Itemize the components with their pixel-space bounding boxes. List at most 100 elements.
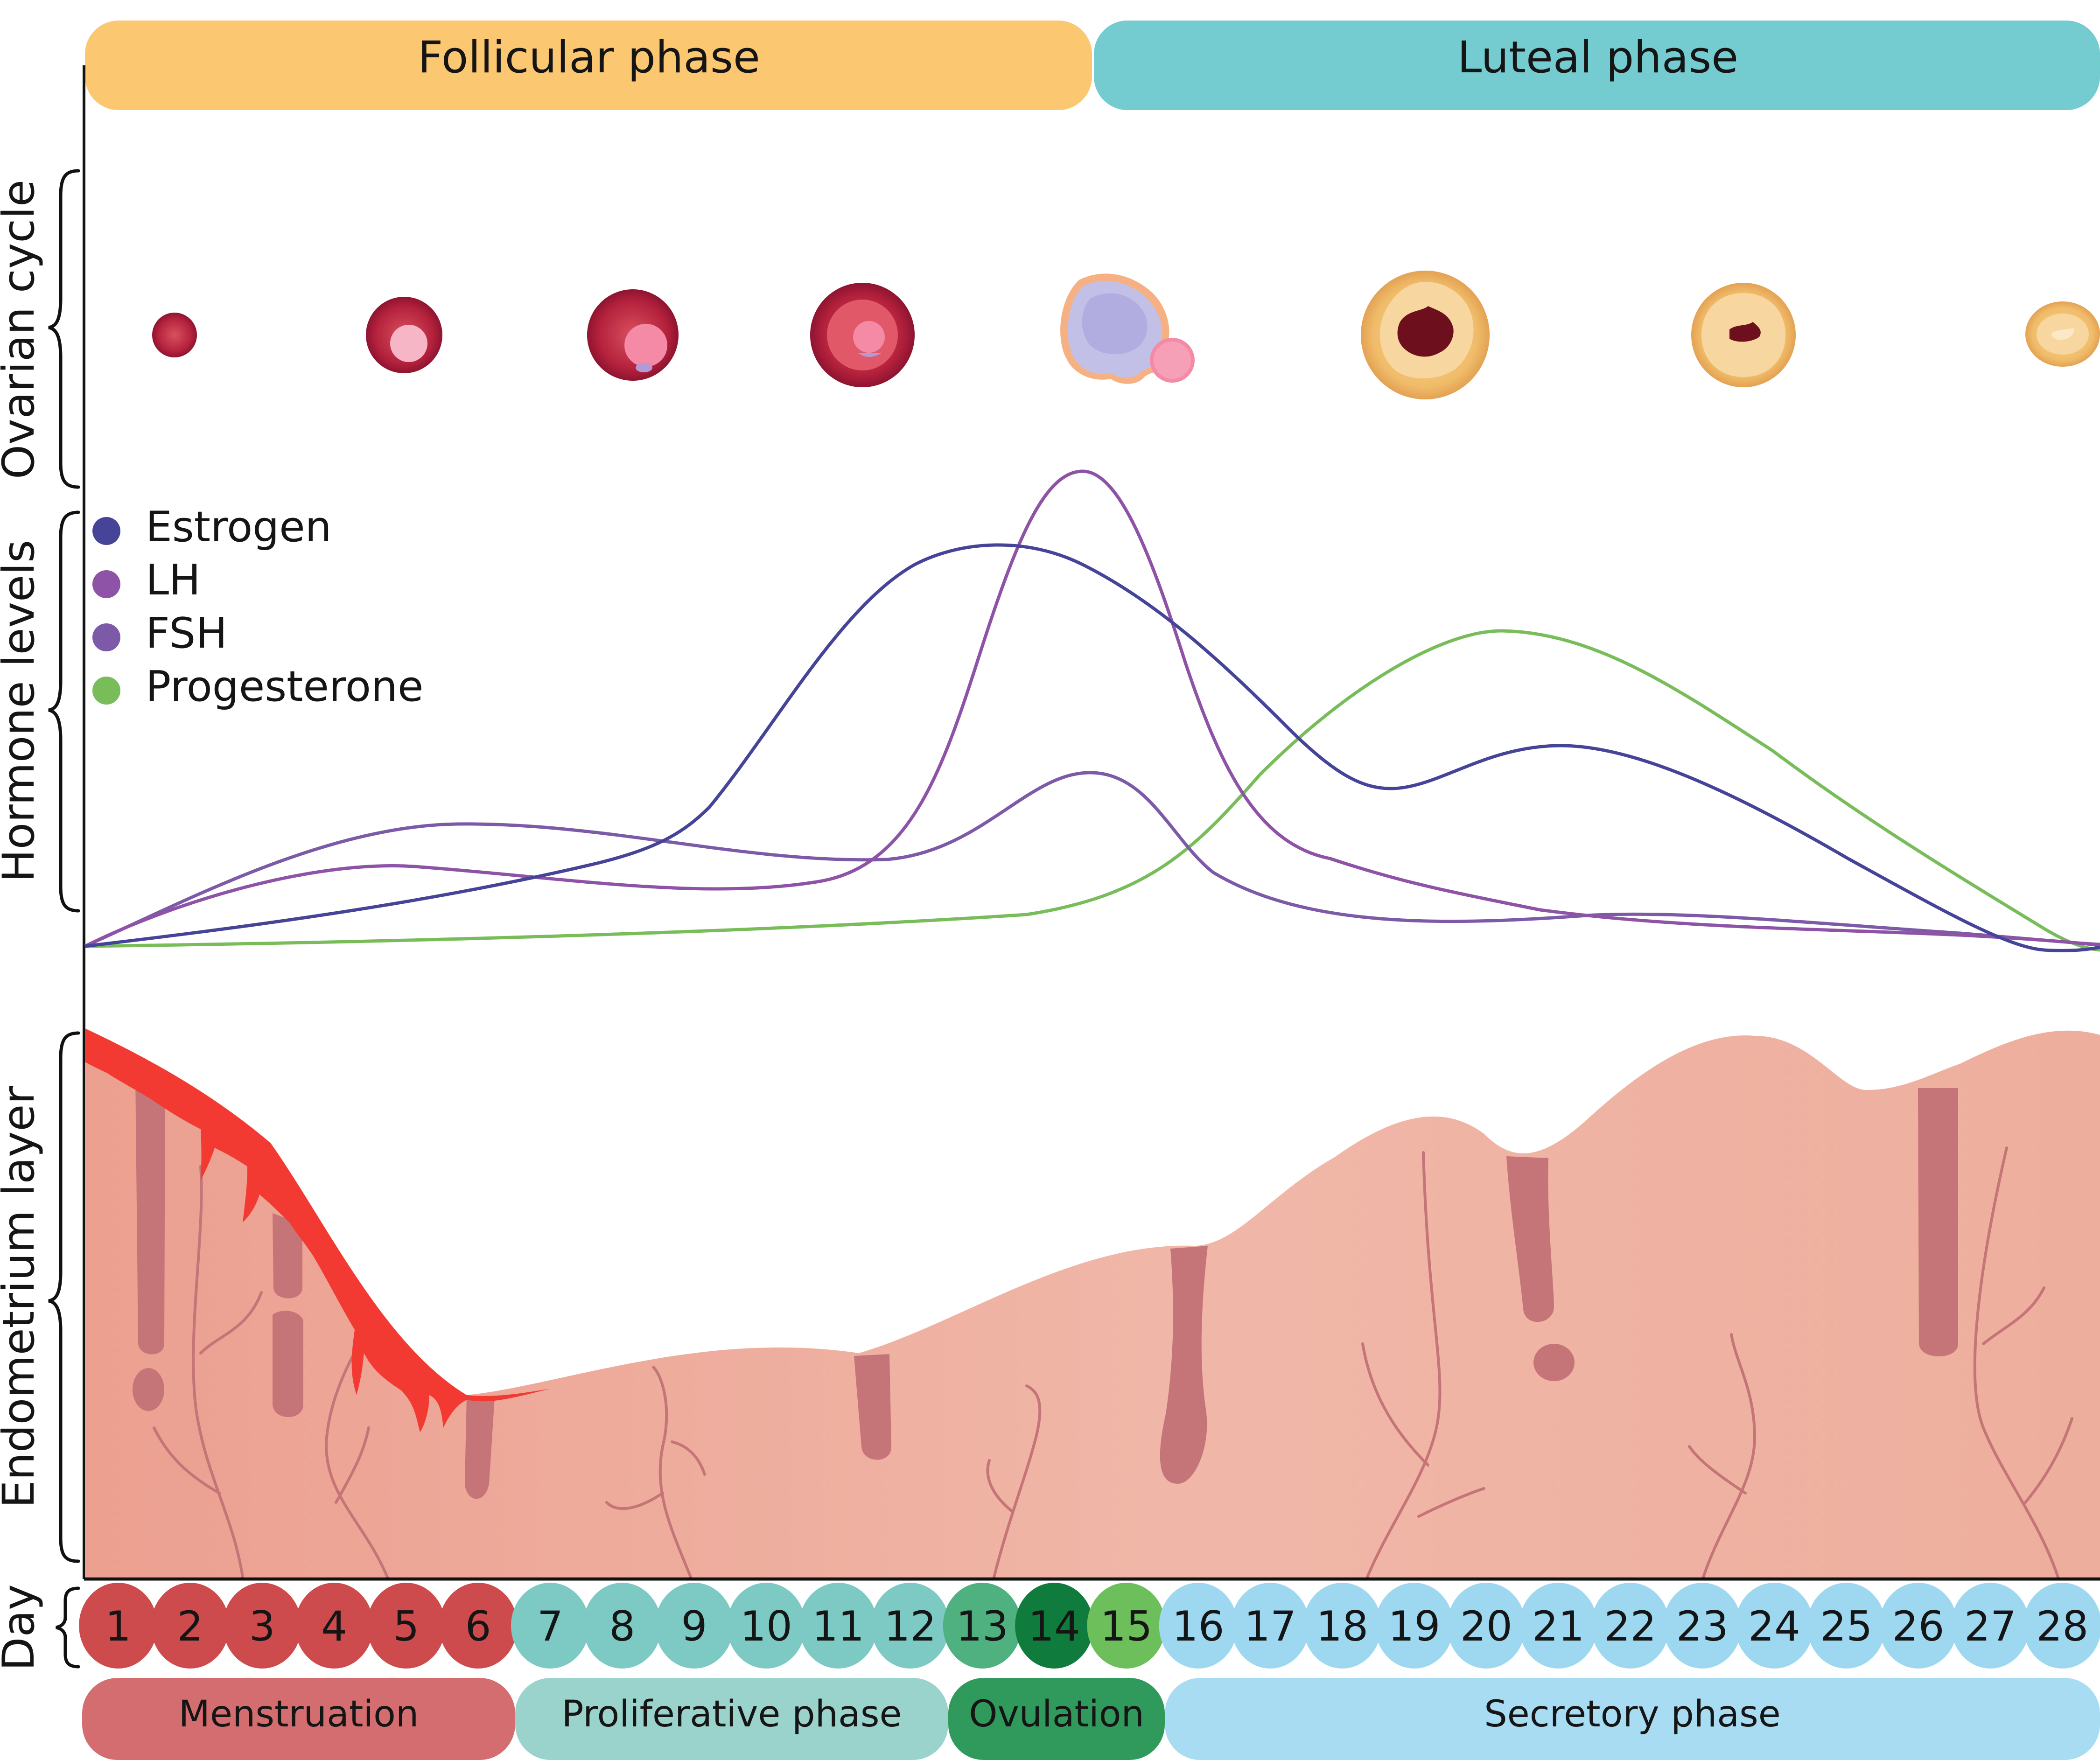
day-12: 12 [871, 1583, 950, 1669]
day-oval [871, 1583, 950, 1669]
legend-label-progesterone: Progesterone [146, 662, 423, 711]
day-oval [1015, 1583, 1094, 1669]
legend-marker-lh [92, 570, 120, 598]
day-number: 18 [1316, 1602, 1368, 1650]
day-25: 25 [1807, 1583, 1886, 1669]
day-oval [1663, 1583, 1742, 1669]
day-28: 28 [2023, 1583, 2100, 1669]
day-number: 16 [1172, 1602, 1225, 1650]
day-26: 26 [1879, 1583, 1958, 1669]
day-8: 8 [583, 1583, 662, 1669]
day-13: 13 [943, 1583, 1022, 1669]
endometrium-layer-label: Endometrium layer [0, 1086, 44, 1508]
day-number: 1 [105, 1602, 131, 1650]
day-19: 19 [1375, 1583, 1454, 1669]
legend-marker-fsh [92, 623, 120, 651]
menstruation-label: Menstruation [179, 1693, 419, 1735]
day-number: 9 [681, 1602, 707, 1650]
antral-follicle [810, 283, 915, 387]
side-labels [48, 169, 80, 1669]
legend-label-estrogen: Estrogen [146, 503, 332, 552]
day-18: 18 [1303, 1583, 1382, 1669]
ovarian-brace [48, 169, 80, 489]
day-4: 4 [295, 1583, 374, 1669]
day-oval [367, 1583, 446, 1669]
corpus-albicans [2025, 301, 2100, 367]
day-24: 24 [1735, 1583, 1814, 1669]
proliferative-phase-label: Proliferative phase [562, 1693, 902, 1735]
hormone-legend: Estrogen LH FSH Progesterone [92, 503, 423, 711]
ovarian-cycle-label: Ovarian cycle [0, 180, 44, 479]
day-number: 11 [812, 1602, 864, 1650]
day-oval [511, 1583, 589, 1669]
day-17: 17 [1231, 1583, 1309, 1669]
day-oval [1807, 1583, 1886, 1669]
day-number: 21 [1532, 1602, 1584, 1650]
endometrial-glands [133, 1073, 1958, 1499]
secretory-phase-pill [1165, 1678, 2100, 1760]
day-oval [799, 1583, 878, 1669]
day-10: 10 [727, 1583, 805, 1669]
day-number: 12 [884, 1602, 936, 1650]
legend-marker-estrogen [92, 517, 120, 545]
day-number: 7 [537, 1602, 563, 1650]
proliferative-phase-pill [515, 1678, 948, 1760]
progesterone-curve [84, 629, 2100, 952]
day-22: 22 [1591, 1583, 1670, 1669]
day-27: 27 [1951, 1583, 2030, 1669]
day-oval [655, 1583, 734, 1669]
day-21: 21 [1519, 1583, 1598, 1669]
day-oval [583, 1583, 662, 1669]
day-oval [223, 1583, 301, 1669]
day-15: 15 [1087, 1583, 1166, 1669]
ovarian-cycle-row [152, 271, 2100, 399]
day-oval [79, 1583, 158, 1669]
follicular-phase-label: Follicular phase [418, 32, 760, 83]
day-11: 11 [799, 1583, 878, 1669]
day-number: 25 [1820, 1602, 1872, 1650]
secretory-phase-label: Secretory phase [1484, 1693, 1780, 1735]
menstrual-blood-lining [85, 1028, 551, 1432]
day-oval [1447, 1583, 1526, 1669]
day-oval [1591, 1583, 1670, 1669]
day-number: 22 [1604, 1602, 1656, 1650]
day-20: 20 [1447, 1583, 1526, 1669]
day-number: 28 [2036, 1602, 2088, 1650]
day-9: 9 [655, 1583, 734, 1669]
day-number: 19 [1388, 1602, 1441, 1650]
ovulation-label: Ovulation [969, 1693, 1144, 1735]
day-oval [151, 1583, 230, 1669]
day-oval [1159, 1583, 1238, 1669]
ovulation-pill [948, 1678, 1165, 1760]
day-2: 2 [151, 1583, 230, 1669]
luteal-phase-label: Luteal phase [1457, 32, 1738, 83]
day-oval [727, 1583, 805, 1669]
legend-label-lh: LH [146, 556, 201, 605]
endometrium-brace [48, 1031, 80, 1563]
day-oval [295, 1583, 374, 1669]
day-number: 14 [1028, 1602, 1080, 1650]
day-number: 20 [1460, 1602, 1512, 1650]
day-oval [2023, 1583, 2100, 1669]
day-7: 7 [511, 1583, 589, 1669]
day-number: 17 [1244, 1602, 1296, 1650]
day-1: 1 [79, 1583, 158, 1669]
day-oval [1375, 1583, 1454, 1669]
day-3: 3 [223, 1583, 301, 1669]
day-number: 13 [956, 1602, 1008, 1650]
lh-curve [84, 469, 2100, 948]
luteal-phase-banner [1094, 21, 2100, 110]
endometrium-tissue [85, 1028, 2100, 1577]
day-oval [1735, 1583, 1814, 1669]
day-label: Day [0, 1584, 44, 1671]
day-number: 10 [740, 1602, 792, 1650]
phase-banners: Follicular phase Luteal phase [85, 21, 2100, 110]
endometrial-vessels [153, 1146, 2073, 1578]
primordial-follicle [152, 313, 197, 357]
uterine-phase-row: Menstruation Proliferative phase Ovulati… [82, 1678, 2100, 1760]
day-number: 8 [609, 1602, 635, 1650]
hormone-levels-label: Hormone levels [0, 540, 44, 882]
primary-follicle [366, 297, 442, 373]
